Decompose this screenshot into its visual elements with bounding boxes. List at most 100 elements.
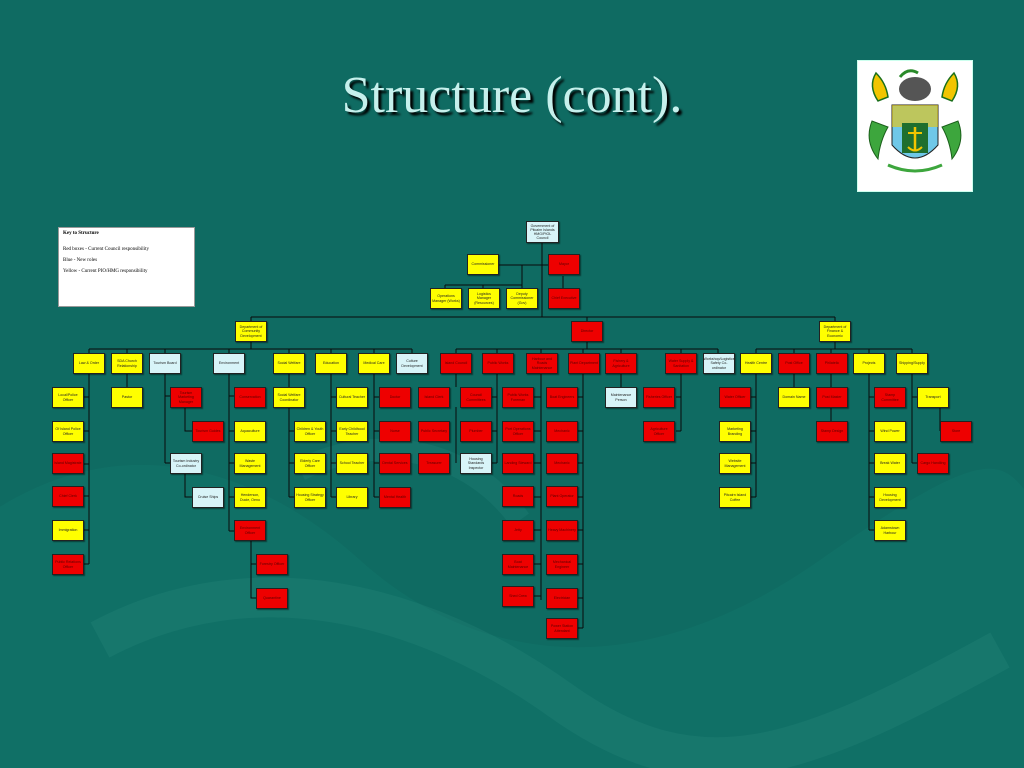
page-title: Structure (cont).: [341, 67, 683, 124]
org-box: Social Welfare Coordinator: [273, 387, 305, 408]
org-box: Public Works: [482, 353, 514, 374]
org-box: Shed Crew: [502, 586, 534, 607]
org-box: Forestry Officer: [256, 554, 288, 575]
org-box: Aquaculture: [234, 421, 266, 442]
org-box: Transport: [917, 387, 949, 408]
org-box: Roads: [502, 486, 534, 507]
org-box: Early Childhood Teacher: [336, 421, 368, 442]
org-box: Tourism Marketing Manager: [170, 387, 202, 408]
org-box: Projects: [853, 353, 885, 374]
org-box: Immigration: [52, 520, 84, 541]
org-box: Post Office: [778, 353, 810, 374]
org-box: Public Relations Officer: [52, 554, 84, 575]
org-box: Island Council: [440, 353, 472, 374]
org-box: Council Committees: [460, 387, 492, 408]
org-box: Agriculture Officer: [643, 421, 675, 442]
org-box: Port Operations Officer: [502, 421, 534, 442]
org-box: Of Island Police Officer: [52, 421, 84, 442]
org-box: Jetty: [502, 520, 534, 541]
org-box: Boat Maintenance: [502, 554, 534, 575]
org-box: Tourism Industry Co-ordinator: [170, 453, 202, 474]
org-box: Director: [571, 321, 603, 342]
org-box: Public Secretary: [418, 421, 450, 442]
org-box: Domain Name: [778, 387, 810, 408]
org-box: Water Supply & Sanitation: [665, 353, 697, 374]
org-box: Health Centre: [740, 353, 772, 374]
org-box: Social Welfare: [273, 353, 305, 374]
org-box: SDA Church Relationship: [111, 353, 143, 374]
org-box: Tourism Board: [149, 353, 181, 374]
org-box: Education: [315, 353, 347, 374]
org-box: Commissioner: [467, 254, 499, 275]
org-box: Doctor: [379, 387, 411, 408]
org-box: Break Water: [874, 453, 906, 474]
org-box: Environment: [213, 353, 245, 374]
org-box: Local/Police Officer: [52, 387, 84, 408]
org-box: Logistics Manager (Resources): [468, 288, 500, 309]
org-box: School Teacher: [336, 453, 368, 474]
org-box: Chief Clerk: [52, 486, 84, 507]
org-box: Deputy Commissioner (Gov): [506, 288, 538, 309]
org-box: Medical Care: [358, 353, 390, 374]
org-box: Water Officer: [719, 387, 751, 408]
legend-title: Key to Structure: [63, 231, 99, 236]
org-box: Government of Pitcairn Islands HMG/PIOL …: [526, 221, 559, 243]
org-box: Law & Order: [73, 353, 105, 374]
org-box: Website Management: [719, 453, 751, 474]
org-box: Shipping/Supply: [896, 353, 928, 374]
org-box: Wind Power: [874, 421, 906, 442]
org-box: Mechanic: [546, 421, 578, 442]
org-box: Waste Management: [234, 453, 266, 474]
org-box: Store: [940, 421, 972, 442]
legend-blue: Blue - New roles: [63, 258, 98, 263]
org-box: Island Magistrate: [52, 453, 84, 474]
legend-yellow: Yellow - Current PIO/HMG responsibility: [63, 269, 148, 274]
org-box: Mayor: [548, 254, 580, 275]
org-box: Fisheries Officer: [643, 387, 675, 408]
coat-of-arms-icon: [857, 60, 973, 192]
org-box: Culture Development: [396, 353, 428, 374]
org-box: Housing Development: [874, 487, 906, 508]
org-box: Conservation: [234, 387, 266, 408]
org-box: Electrician: [546, 588, 578, 609]
org-box: Stamp Committee: [874, 387, 906, 408]
org-box: Library: [336, 487, 368, 508]
org-box: Plant Department: [568, 353, 600, 374]
org-box: Post Master: [816, 387, 848, 408]
org-box: Marketing Branding: [719, 421, 751, 442]
org-box: Pastor: [111, 387, 143, 408]
org-box: Landing Steward: [502, 453, 534, 474]
org-box: Mechanical Engineer: [546, 554, 578, 575]
org-box: Cruise Ships: [192, 487, 224, 508]
legend-key: Key to Structure Red boxes - Current Cou…: [58, 227, 195, 307]
org-box: Housing Standards Inspector: [460, 453, 492, 474]
org-box: Housing Strategy Officer: [294, 487, 326, 508]
org-box: Cargo Handling: [917, 453, 949, 474]
org-box: Maintenance Person: [605, 387, 637, 408]
org-box: Environment Officer: [234, 520, 266, 541]
org-box: Plumber: [460, 421, 492, 442]
org-box: Heavy Machinery: [546, 520, 578, 541]
org-box: Boat Engineers: [546, 387, 578, 408]
org-box: Harbour and Roads Maintenance: [526, 353, 558, 374]
org-box: Children & Youth Officer: [294, 421, 326, 442]
org-box: Department of Finance & Economic: [819, 321, 851, 342]
org-box: Stamp Design: [816, 421, 848, 442]
org-box: Mental Health: [379, 487, 411, 508]
org-box: Chief Executive: [548, 288, 580, 309]
org-box: Treasurer: [418, 453, 450, 474]
org-box: Quarantine: [256, 588, 288, 609]
org-box: Nurse: [379, 421, 411, 442]
org-box: Workshop/Logistics Safety Co-ordinator: [703, 353, 735, 374]
org-box: Department of Community Development: [235, 321, 267, 342]
org-box: Tourism Guides: [192, 421, 224, 442]
org-box: Cultural Teacher: [336, 387, 368, 408]
legend-red: Red boxes - Current Council responsibili…: [63, 247, 149, 252]
org-box: Elderly Care Officer: [294, 453, 326, 474]
org-box: Island Clerk: [418, 387, 450, 408]
org-box: Pitcairn Island Coffee: [719, 487, 751, 508]
org-box: Adamstown Harbour: [874, 520, 906, 541]
org-box: Plant Operator: [546, 486, 578, 507]
org-box: Philatelic: [816, 353, 848, 374]
org-box: Public Works Foreman: [502, 387, 534, 408]
